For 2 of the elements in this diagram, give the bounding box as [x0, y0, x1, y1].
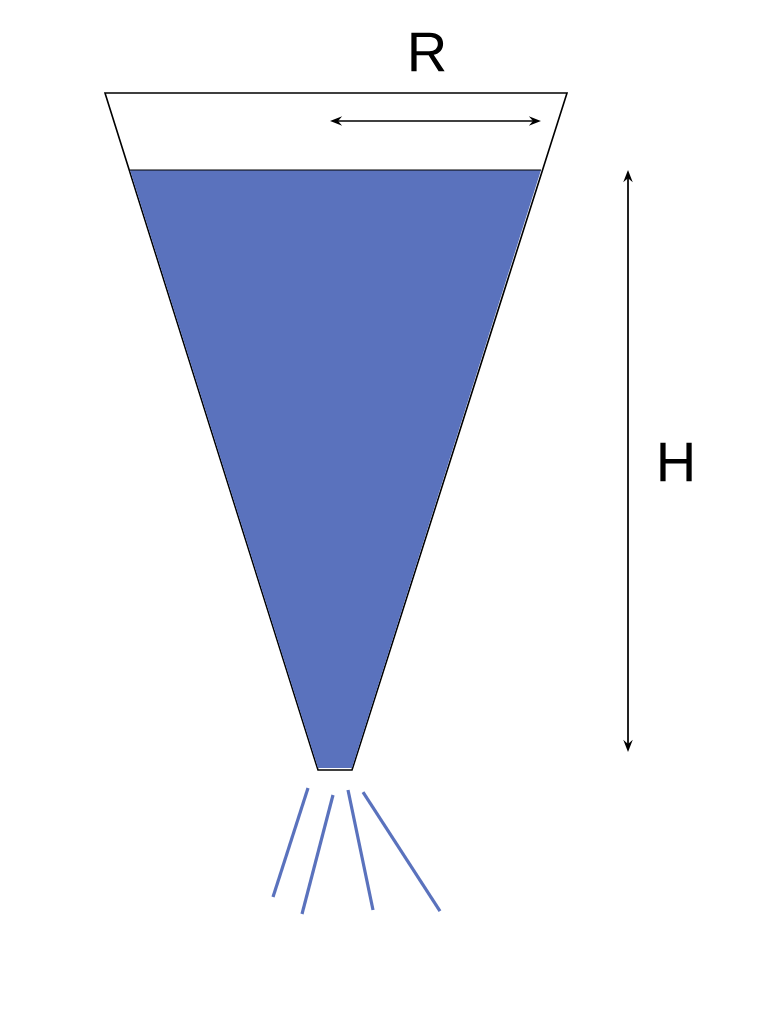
- dimension-label: R: [411, 32, 445, 72]
- dimension-label: H: [660, 442, 692, 482]
